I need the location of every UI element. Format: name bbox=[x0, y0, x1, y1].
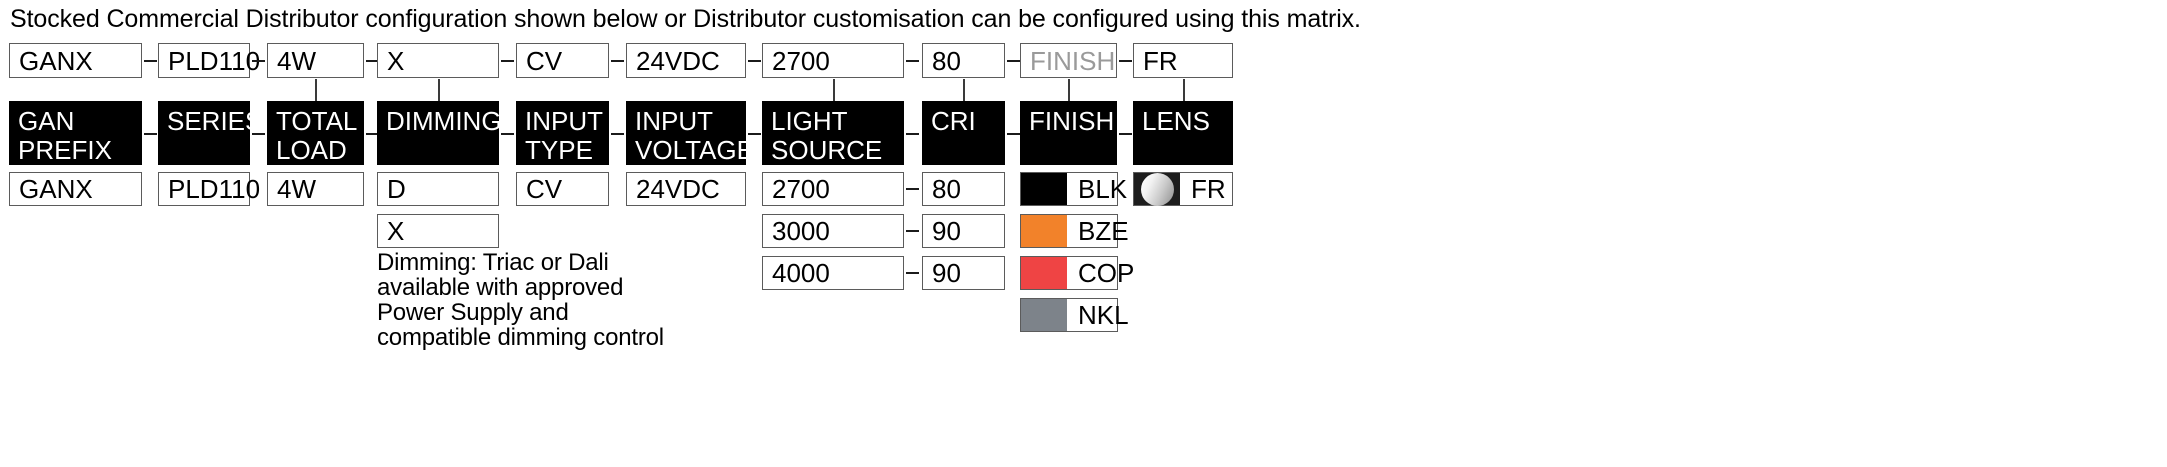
code-separator bbox=[748, 60, 761, 63]
code-separator bbox=[366, 60, 379, 63]
option-finish-0[interactable]: BLK bbox=[1020, 172, 1127, 206]
option-dimming-1[interactable]: X bbox=[377, 214, 499, 248]
header-gan-prefix: GAN PREFIX bbox=[9, 101, 142, 165]
option-total-load-0[interactable]: 4W bbox=[267, 172, 364, 206]
lens-swatch-fr-icon bbox=[1134, 172, 1180, 206]
code-field-gan-prefix[interactable]: GANX bbox=[9, 43, 142, 78]
code-field-lens[interactable]: FR bbox=[1133, 43, 1233, 78]
intro-text: Stocked Commercial Distributor configura… bbox=[10, 5, 1361, 33]
option-cri-1[interactable]: 90 bbox=[922, 214, 1005, 248]
code-field-finish[interactable]: FINISH bbox=[1020, 43, 1117, 78]
header-dimming: DIMMING bbox=[377, 101, 502, 165]
code-field-total-load[interactable]: 4W bbox=[267, 43, 364, 78]
code-field-input-voltage[interactable]: 24VDC bbox=[626, 43, 746, 78]
option-light-source-0[interactable]: 2700 bbox=[762, 172, 904, 206]
code-field-input-type[interactable]: CV bbox=[516, 43, 609, 78]
header-separator bbox=[366, 133, 379, 136]
code-separator bbox=[906, 60, 919, 63]
code-separator bbox=[144, 60, 157, 63]
header-separator bbox=[1007, 133, 1020, 136]
header-separator bbox=[906, 133, 919, 136]
finish-label-bze: BZE bbox=[1078, 216, 1129, 246]
dimming-note: Dimming: Triac or Dali available with ap… bbox=[377, 249, 664, 351]
option-lens-0[interactable]: FR bbox=[1133, 172, 1233, 206]
code-separator bbox=[1119, 60, 1132, 63]
connector-cri bbox=[963, 79, 966, 101]
finish-label-blk: BLK bbox=[1078, 174, 1128, 204]
connector-light-source bbox=[833, 79, 836, 101]
option-cri-0[interactable]: 80 bbox=[922, 172, 1005, 206]
header-input-voltage: INPUT VOLTAGE bbox=[626, 101, 754, 165]
finish-label-cop: COP bbox=[1078, 258, 1135, 288]
finish-swatch-cop bbox=[1021, 257, 1067, 289]
connector-lens bbox=[1183, 79, 1186, 101]
header-separator bbox=[144, 133, 157, 136]
code-separator bbox=[611, 60, 624, 63]
option-separator bbox=[906, 230, 919, 233]
header-lens: LENS bbox=[1133, 101, 1233, 165]
finish-swatch-blk bbox=[1021, 173, 1067, 205]
option-cri-2[interactable]: 90 bbox=[922, 256, 1005, 290]
code-field-light-source[interactable]: 2700 bbox=[762, 43, 904, 78]
connector-total-load bbox=[315, 79, 318, 101]
header-separator bbox=[611, 133, 624, 136]
code-field-dimming[interactable]: X bbox=[377, 43, 499, 78]
finish-label-nkl: NKL bbox=[1078, 300, 1129, 330]
header-separator bbox=[748, 133, 761, 136]
header-input-type: INPUT TYPE bbox=[516, 101, 609, 165]
connector-dimming bbox=[438, 79, 441, 101]
code-field-cri[interactable]: 80 bbox=[922, 43, 1005, 78]
option-separator bbox=[906, 272, 919, 275]
header-separator bbox=[501, 133, 514, 136]
lens-label-fr: FR bbox=[1191, 174, 1226, 204]
code-separator bbox=[501, 60, 514, 63]
header-cri: CRI bbox=[922, 101, 1005, 165]
option-input-type-0[interactable]: CV bbox=[516, 172, 609, 206]
finish-swatch-nkl bbox=[1021, 299, 1067, 331]
header-finish: FINISH bbox=[1020, 101, 1117, 165]
finish-swatch-bze bbox=[1021, 215, 1067, 247]
option-input-voltage-0[interactable]: 24VDC bbox=[626, 172, 746, 206]
option-gan-prefix-0[interactable]: GANX bbox=[9, 172, 142, 206]
option-separator bbox=[906, 188, 919, 191]
option-series-0[interactable]: PLD110 bbox=[158, 172, 260, 206]
option-finish-1[interactable]: BZE bbox=[1020, 214, 1129, 248]
code-separator bbox=[252, 60, 265, 63]
option-finish-3[interactable]: NKL bbox=[1020, 298, 1129, 332]
option-light-source-1[interactable]: 3000 bbox=[762, 214, 904, 248]
header-total-load: TOTAL LOAD bbox=[267, 101, 364, 165]
header-separator bbox=[252, 133, 265, 136]
header-series: SERIES bbox=[158, 101, 262, 165]
option-finish-2[interactable]: COP bbox=[1020, 256, 1134, 290]
header-light-source: LIGHT SOURCE (K) bbox=[762, 101, 904, 194]
connector-finish bbox=[1068, 79, 1071, 101]
option-light-source-2[interactable]: 4000 bbox=[762, 256, 904, 290]
option-dimming-0[interactable]: D bbox=[377, 172, 499, 206]
header-separator bbox=[1119, 133, 1132, 136]
code-field-series[interactable]: PLD110 bbox=[158, 43, 260, 78]
code-separator bbox=[1007, 60, 1020, 63]
